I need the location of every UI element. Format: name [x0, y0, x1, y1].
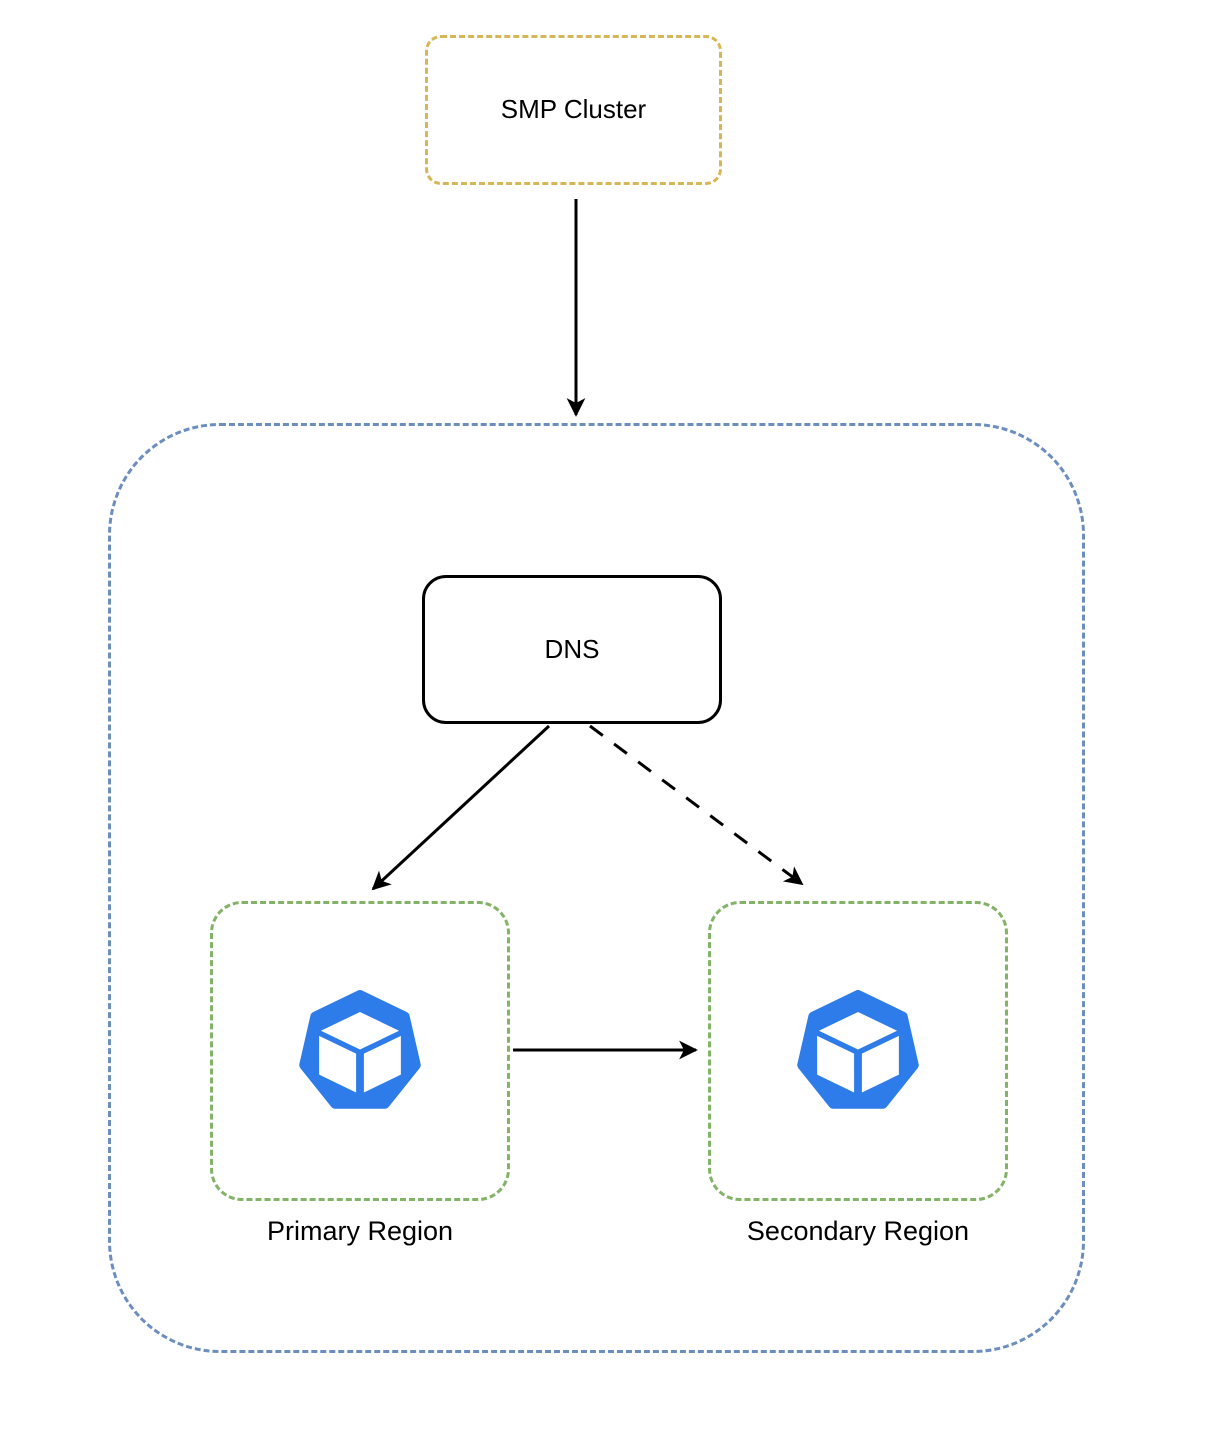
- primary-region-box: [210, 901, 510, 1201]
- secondary-region-label: Secondary Region: [746, 1216, 970, 1246]
- cube-heptagon-icon: [797, 990, 919, 1109]
- smp-cluster-label: SMP Cluster: [500, 94, 647, 125]
- dns-label: DNS: [544, 633, 600, 664]
- primary-region-label: Primary Region: [266, 1216, 454, 1246]
- smp-cluster-node: SMP Cluster: [425, 35, 722, 185]
- outer-container-box: [108, 423, 1085, 1353]
- dns-node: DNS: [422, 575, 722, 724]
- cube-heptagon-icon: [299, 990, 421, 1109]
- secondary-region-box: [708, 901, 1008, 1201]
